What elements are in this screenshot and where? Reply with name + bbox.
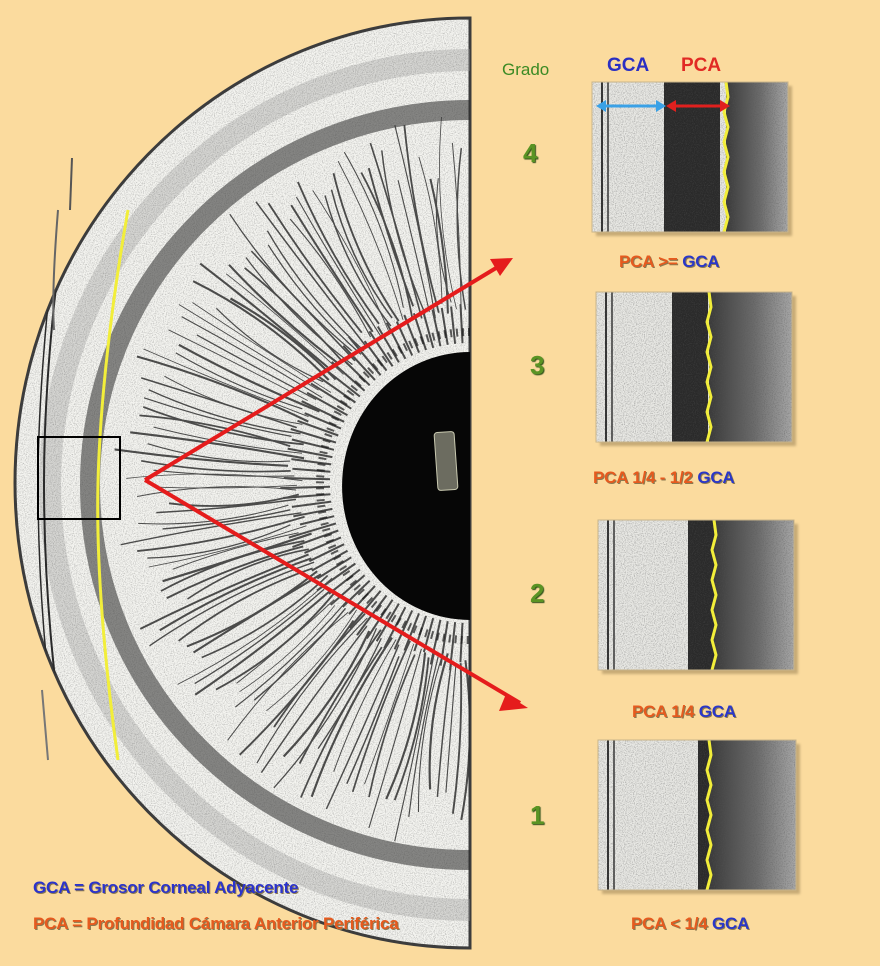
caption-relation: < 1/4 xyxy=(670,914,707,933)
grade-4-number: 4 xyxy=(523,138,537,169)
caption-gca: GCA xyxy=(682,252,719,271)
gonio-panel-grade-1 xyxy=(598,740,800,894)
grado-header: Grado xyxy=(502,60,549,80)
gca-header: GCA xyxy=(607,55,649,77)
caption-gca: GCA xyxy=(697,468,734,487)
caption-pca: PCA xyxy=(631,914,666,933)
pca-header: PCA xyxy=(681,55,721,77)
grade-1-caption: PCA < 1/4 GCA xyxy=(631,914,749,934)
gonio-panel-grade-3 xyxy=(596,292,796,446)
grade-1-number: 1 xyxy=(530,800,544,831)
caption-relation: 1/4 xyxy=(671,702,694,721)
legend-gca-text: GCA = Grosor Corneal Adyacente xyxy=(33,878,298,897)
legend-pca-text: PCA = Profundidad Cámara Anterior Perifé… xyxy=(33,914,398,933)
caption-relation: 1/4 - 1/2 xyxy=(632,468,693,487)
caption-gca: GCA xyxy=(699,702,736,721)
caption-gca: GCA xyxy=(712,914,749,933)
grade-2-caption: PCA 1/4 GCA xyxy=(632,702,736,722)
caption-pca: PCA xyxy=(619,252,654,271)
grade-3-caption: PCA 1/4 - 1/2 GCA xyxy=(593,468,735,488)
legend-pca: PCA = Profundidad Cámara Anterior Perifé… xyxy=(33,914,398,934)
caption-pca: PCA xyxy=(593,468,628,487)
grade-3-number: 3 xyxy=(530,350,544,381)
caption-pca: PCA xyxy=(632,702,667,721)
grade-4-caption: PCA >= GCA xyxy=(619,252,719,272)
grade-2-number: 2 xyxy=(530,578,544,609)
pupil-reflex xyxy=(434,431,458,490)
caption-relation: >= xyxy=(658,252,677,271)
legend-gca: GCA = Grosor Corneal Adyacente xyxy=(33,878,298,898)
gonio-panel-grade-2 xyxy=(598,520,798,674)
